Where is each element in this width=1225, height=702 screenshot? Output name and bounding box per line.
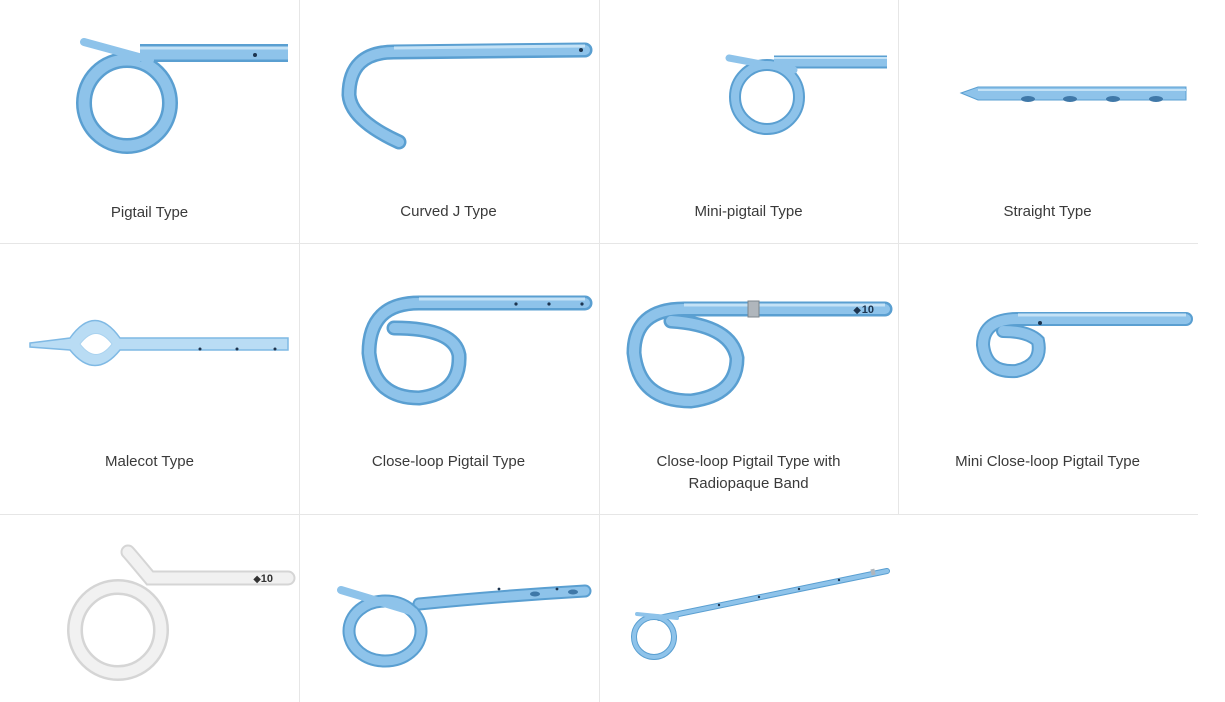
close-loop-pigtail-band-catheter-icon: 10 ◆ xyxy=(626,300,893,409)
mini-pigtail-catheter-icon xyxy=(725,54,887,135)
product-label: Straight Type xyxy=(1003,203,1092,220)
pigtail-catheter-icon xyxy=(76,38,288,154)
product-label: Mini Close-loop Pigtail Type xyxy=(955,453,1140,470)
grid-divider xyxy=(898,0,899,514)
product-grid: Pigtail Type Curved J Type Mini-pigtail … xyxy=(0,0,1198,702)
product-label: Malecot Type xyxy=(105,453,194,470)
product-label: Close-loop Pigtail Type with Radiopaque … xyxy=(656,453,841,492)
mini-close-loop-pigtail-catheter-icon xyxy=(975,312,1193,379)
product-card-white-pigtail[interactable]: 10 ◆ xyxy=(0,514,299,702)
grid-divider xyxy=(0,514,1198,515)
depth-marker-symbol: ◆ xyxy=(853,305,861,316)
product-card-mini-close-loop-pigtail[interactable]: Mini Close-loop Pigtail Type xyxy=(898,243,1197,514)
product-label: Close-loop Pigtail Type xyxy=(371,453,526,470)
white-pigtail-catheter-icon: 10 ◆ xyxy=(67,544,296,681)
depth-marker-symbol: ◆ xyxy=(253,574,261,585)
product-label: Pigtail Type xyxy=(110,204,189,221)
product-card-long-mini-pigtail[interactable] xyxy=(599,514,898,702)
product-card-pigtail[interactable]: Pigtail Type xyxy=(0,0,299,243)
product-label: Mini-pigtail Type xyxy=(694,203,803,220)
product-card-straight[interactable]: Straight Type xyxy=(898,0,1197,243)
product-card-mini-pigtail[interactable]: Mini-pigtail Type xyxy=(599,0,898,243)
product-card-close-loop-pigtail-band[interactable]: 10 ◆ Close-loop Pigtail Type with Radiop… xyxy=(599,243,898,514)
grid-divider xyxy=(299,0,300,702)
product-card-malecot[interactable]: Malecot Type xyxy=(0,243,299,514)
straight-catheter-icon xyxy=(959,86,1187,102)
close-loop-pigtail-catheter-icon xyxy=(361,295,593,406)
product-card-coiled-pigtail[interactable] xyxy=(299,514,598,702)
grid-divider xyxy=(599,0,600,702)
coiled-pigtail-catheter-icon xyxy=(337,584,592,668)
long-mini-pigtail-catheter-icon xyxy=(631,568,890,660)
depth-marker: 10 xyxy=(862,304,874,316)
product-label: Curved J Type xyxy=(400,203,497,220)
depth-marker: 10 xyxy=(261,573,273,585)
product-card-curved-j[interactable]: Curved J Type xyxy=(299,0,598,243)
grid-divider xyxy=(0,243,1198,244)
malecot-catheter-icon xyxy=(29,319,289,367)
curved-j-catheter-icon xyxy=(341,42,593,150)
product-card-close-loop-pigtail[interactable]: Close-loop Pigtail Type xyxy=(299,243,598,514)
